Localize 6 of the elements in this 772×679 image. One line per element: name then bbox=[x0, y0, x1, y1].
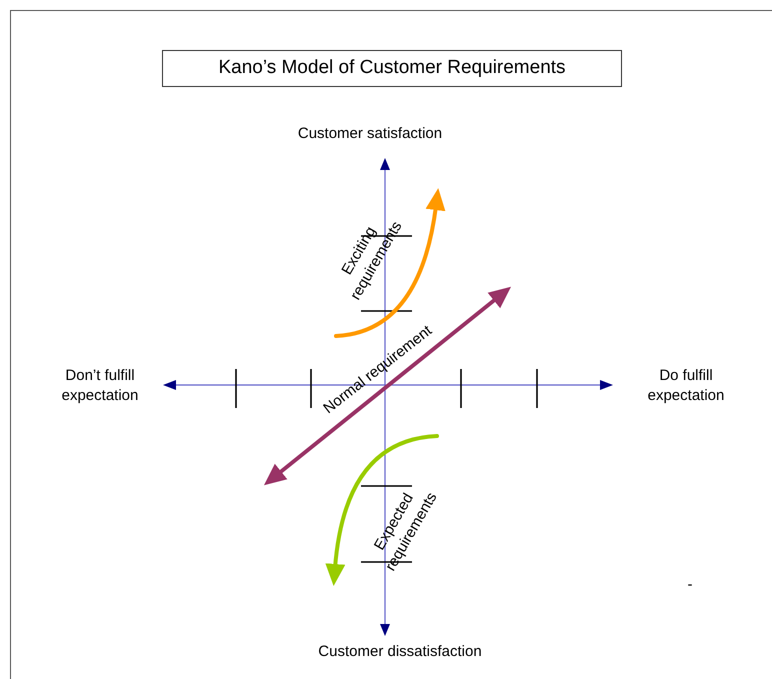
axis-label: Do fulfill expectation bbox=[646, 366, 726, 406]
axis-label: Customer satisfaction bbox=[296, 124, 444, 144]
axis-label: Don’t fulfill expectation bbox=[60, 366, 140, 406]
axis-label: Customer dissatisfaction bbox=[317, 642, 483, 662]
axis-label: - bbox=[686, 575, 694, 595]
title-box: Kano’s Model of Customer Requirements bbox=[162, 50, 622, 87]
